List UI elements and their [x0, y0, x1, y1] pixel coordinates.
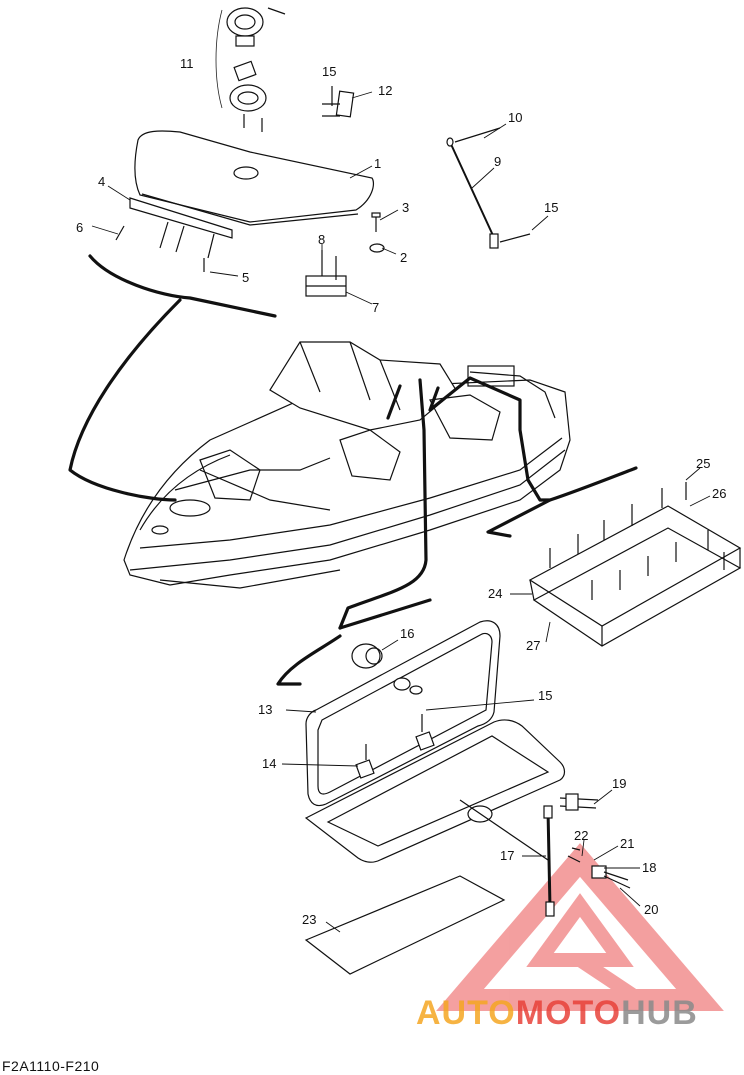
callout-23: 23 — [302, 912, 316, 927]
hinge-14 — [355, 744, 375, 779]
callout-10: 10 — [508, 110, 522, 125]
filler-cap-assembly — [215, 7, 286, 132]
storage-lid-13 — [305, 620, 501, 807]
screw-3 — [371, 212, 381, 232]
callout-leaders — [91, 91, 711, 933]
callout-13: 13 — [258, 702, 272, 717]
assembly-leader-lines — [68, 254, 638, 686]
lock-16 — [351, 643, 423, 695]
callout-24: 24 — [488, 586, 502, 601]
watermark-logo — [436, 843, 724, 1011]
watermark-auto: AUTO — [416, 994, 516, 1032]
callout-16: 16 — [400, 626, 414, 641]
callout-18: 18 — [642, 860, 656, 875]
bracket-18-22 — [567, 847, 631, 889]
watermark-wordmark: AUTOMOTOHUB — [416, 994, 698, 1032]
callout-15-rod: 15 — [544, 200, 558, 215]
callout-21: 21 — [620, 836, 634, 851]
grommet-2 — [369, 243, 385, 253]
callout-25: 25 — [696, 456, 710, 471]
callout-17: 17 — [500, 848, 514, 863]
callout-22: 22 — [574, 828, 588, 843]
callout-14: 14 — [262, 756, 276, 771]
bracket-19 — [559, 793, 599, 811]
latch-bracket-12 — [322, 86, 355, 118]
callout-20: 20 — [644, 902, 658, 917]
screw-array-25 — [549, 482, 725, 600]
front-hatch-cover — [134, 130, 375, 226]
callout-9: 9 — [494, 154, 501, 169]
support-rod-9 — [446, 127, 531, 249]
callout-19: 19 — [612, 776, 626, 791]
watermark-hub: HUB — [621, 994, 698, 1032]
watermark-moto: MOTO — [516, 994, 621, 1032]
callout-6: 6 — [76, 220, 83, 235]
callout-5: 5 — [242, 270, 249, 285]
hinge-strap — [115, 197, 233, 272]
callout-15-upper: 15 — [322, 64, 336, 79]
hinge-15-lower — [415, 714, 435, 751]
callout-numbers: 1 2 3 4 5 6 7 8 9 10 11 12 13 14 15 15 1… — [76, 56, 726, 927]
latch-assembly-7 — [305, 250, 347, 297]
storage-panel-24 — [528, 505, 742, 647]
gas-strut-17 — [459, 799, 555, 917]
floor-mat-23 — [304, 875, 506, 975]
callout-26: 26 — [712, 486, 726, 501]
diagram-code: F2A1110-F210 — [2, 1058, 100, 1074]
callout-2: 2 — [400, 250, 407, 265]
callout-1: 1 — [374, 156, 381, 171]
svg-text:AUTOMOTOHUB: AUTOMOTOHUB — [416, 994, 698, 1032]
callout-12: 12 — [378, 83, 392, 98]
callout-3: 3 — [402, 200, 409, 215]
callout-7: 7 — [372, 300, 379, 315]
callout-11: 11 — [180, 56, 194, 71]
callout-27: 27 — [526, 638, 540, 653]
callout-8: 8 — [318, 232, 325, 247]
boat-hull — [123, 341, 571, 589]
callout-15-lower: 15 — [538, 688, 552, 703]
callout-4: 4 — [98, 174, 105, 189]
